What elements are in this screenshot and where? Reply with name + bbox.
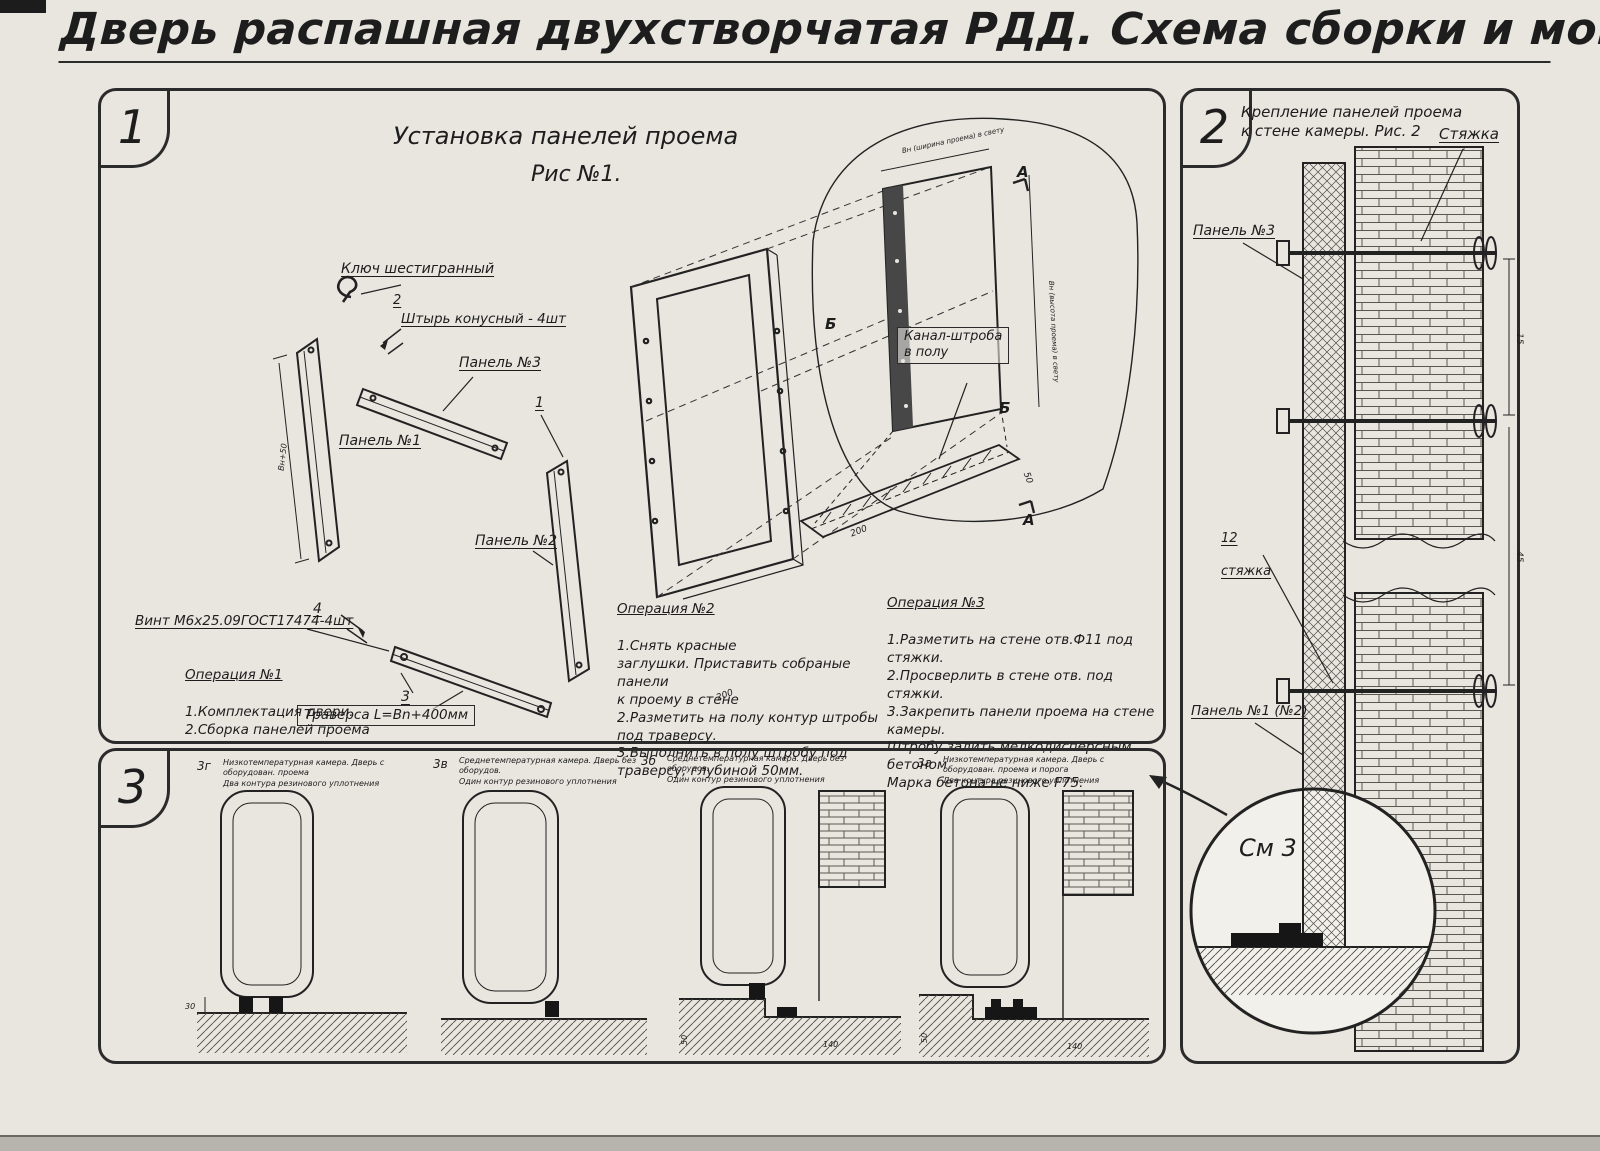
operation-2-title: Операция №2 (617, 600, 715, 617)
operation-3-text: 1.Разметить на стене отв.Ф11 под стяжки.… (887, 632, 1155, 791)
tie-top-label: Стяжка (1439, 125, 1499, 143)
traverse-label: Траверса L=Bn+400мм (297, 705, 476, 726)
detail-3b-drawing (679, 786, 901, 1055)
panel3-wall-label: Панель №3 (1193, 223, 1275, 239)
item3-label: 3 (401, 689, 410, 705)
detail-3b-caption: Среднетемпературная камера. Дверь без об… (667, 754, 845, 784)
section-2-panel: 2 (1149, 88, 1524, 1064)
figure2-heading: Крепление панелей проема к стене камеры.… (1241, 103, 1463, 140)
dim-text: Вн (высота проема) в свету (1047, 281, 1060, 384)
floor-channel-label: Канал-штроба в полу (897, 327, 1010, 364)
section-1-number: 1 (98, 88, 170, 168)
detail-3g-caption: Низкотемпературная камера. Дверь с обору… (223, 758, 385, 788)
section-mark-b-right: Б (999, 399, 1011, 417)
detail-arrowhead (1149, 775, 1167, 789)
dim-text: 15 (1514, 333, 1524, 345)
detail-3a-id: 3а (917, 756, 932, 770)
hex-key-label: Ключ шестигранный (341, 261, 495, 277)
section-3-number: 3 (98, 748, 170, 828)
tie-callout: 12 стяжка (1221, 515, 1271, 580)
leader-lines (1242, 148, 1464, 756)
detail-3a-drawing (919, 786, 1149, 1057)
panel2-drawing-svg: 15 45 (1149, 146, 1524, 1052)
scan-artifact (0, 1135, 1600, 1151)
dim-text: 50 (1021, 471, 1034, 485)
tie-rods-drawing (1276, 236, 1497, 708)
panel1-label: Панель №1 (339, 433, 421, 449)
figure-heading: Установка панелей проема (393, 122, 739, 150)
detail-3b-id: 3б (641, 754, 657, 768)
section-2-number: 2 (1180, 88, 1252, 168)
item4-label: 4 (313, 601, 322, 617)
dim-text: Вн+50 (277, 443, 289, 472)
dim-text: 45 (1514, 551, 1524, 563)
scan-artifact (0, 0, 46, 13)
operation-3-block: Операция №3 1.Разметить на стене отв.Ф11… (887, 577, 1163, 811)
operation-1-title: Операция №1 (185, 666, 283, 683)
dim-text: 50 (680, 1035, 689, 1045)
dim-lines (1503, 258, 1515, 686)
item1-label: 1 (535, 395, 544, 411)
operation-3-title: Операция №3 (887, 594, 985, 611)
detail-3g-drawing (197, 790, 407, 1053)
section-mark-a-top: А (1017, 163, 1029, 181)
panel1-drawing-svg: Вн (ширина проема) в свету Вн (высота пр… (272, 117, 1139, 719)
dim-text: 140 (1067, 1042, 1082, 1051)
screw-label: Винт М6х25.09ГОСТ17474-4шт (135, 613, 354, 629)
panel3-label: Панель №3 (459, 355, 541, 371)
see-detail-label: См 3 (1239, 834, 1297, 862)
detail-3v-drawing (441, 790, 647, 1055)
page-title: Дверь распашная двухстворчатая РДД. Схем… (58, 4, 1600, 63)
detail-3a-caption: Низкотемпературная камера. Дверь с обору… (943, 755, 1105, 785)
tie-callout-word: стяжка (1221, 563, 1272, 579)
exploded-panels-drawing (272, 275, 591, 719)
wall-opening-drawing (799, 117, 1139, 539)
section-1-panel: 1 (98, 88, 1166, 791)
assembled-frame-drawing (629, 247, 804, 600)
section-mark-b-left: Б (825, 315, 837, 333)
detail-3v-id: 3в (433, 757, 448, 771)
operation-1-text: 1.Комплектация двери. 2.Сборка панелей п… (185, 704, 370, 739)
tie-callout-number: 12 (1221, 531, 1238, 547)
detail-3v-caption: Среднетемпературная камера. Дверь без об… (459, 756, 637, 786)
section-mark-a-bottom: А (1023, 511, 1035, 529)
panel1-wall-label: Панель №1 (№2) (1191, 703, 1308, 719)
figure-subheading: Рис №1. (531, 162, 622, 187)
detail-circle-drawing (1189, 787, 1437, 1035)
dim-text: 140 (823, 1040, 838, 1049)
pin-label: Штырь конусный - 4шт (401, 311, 566, 327)
dim-text: 30 (185, 1002, 195, 1011)
dim-text: Вн (ширина проема) в свету (901, 125, 1006, 155)
operation-1-block: Операция №1 1.Комплектация двери. 2.Сбор… (185, 649, 415, 758)
detail-3g-id: 3г (197, 759, 211, 773)
panel2-label: Панель №2 (475, 533, 557, 549)
panel3-drawing-svg: 30 140 50 (185, 786, 1149, 1057)
section-3-panel: 3 30 (98, 748, 1166, 1064)
dim-text: 50 (920, 1033, 929, 1043)
pin-number-label: 2 (393, 293, 402, 308)
